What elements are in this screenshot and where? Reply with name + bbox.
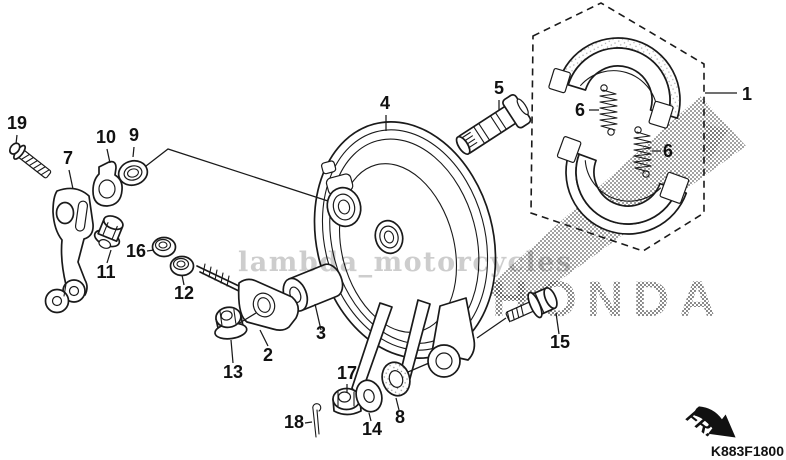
callout-13: 13: [223, 362, 243, 382]
part-15-bolt: [505, 286, 558, 323]
callout-8: 8: [395, 407, 405, 427]
dealer-watermark-text: lambda_motorcycles: [238, 247, 573, 278]
callout-17: 17: [337, 363, 357, 383]
part-14-washer: [355, 379, 383, 413]
brake-shoe-lower: [556, 136, 690, 235]
callout-19: 19: [7, 113, 27, 133]
callout-2: 2: [263, 345, 273, 365]
part-13-flange-nut: [214, 306, 248, 340]
callouts: 19 7 10 9 11 16 12 13 2 3 17 18 14 8 4 5…: [7, 78, 752, 439]
artwork: [8, 2, 705, 438]
fr-direction-arrow: FR.: [682, 406, 736, 442]
part-3-roller: [282, 263, 344, 312]
part-18-cotter-pin: [312, 403, 322, 438]
part-1-brake-shoe-set: [548, 37, 690, 235]
callout-18: 18: [284, 412, 304, 432]
part-5-brake-cam: [455, 94, 532, 156]
callout-7: 7: [63, 148, 73, 168]
fr-arrow-icon: [694, 406, 736, 438]
reference-box-dashed: [530, 2, 705, 252]
part-7-brake-arm: [44, 187, 94, 314]
callout-11: 11: [96, 262, 115, 282]
part-10-clip: [92, 160, 123, 207]
callout-14: 14: [362, 419, 382, 439]
part-8-washer: [381, 361, 411, 397]
part-12-nut: [169, 255, 195, 277]
wing-band: [480, 96, 746, 302]
callout-5: 5: [494, 78, 504, 98]
callout-1: 1: [742, 84, 752, 104]
part-11-nut: [93, 215, 124, 249]
part-6-spring-upper: [599, 84, 618, 136]
honda-wing-watermark: HONDA: [480, 96, 746, 327]
drawing-code: K883F1800: [711, 443, 784, 459]
part-2-rod: [196, 263, 300, 331]
wing-patch: [702, 124, 728, 160]
callout-16: 16: [126, 241, 146, 261]
part-4-brake-panel: [313, 121, 497, 395]
part-16-nut: [151, 236, 177, 258]
callout-12: 12: [174, 283, 194, 303]
part-9-nut: [117, 159, 149, 187]
callout-3: 3: [316, 323, 326, 343]
brake-shoe-upper: [548, 37, 681, 129]
part-19-bolt: [8, 142, 52, 179]
callout-4: 4: [380, 93, 390, 113]
callout-15: 15: [550, 332, 570, 352]
brand-watermark-text: HONDA: [492, 271, 725, 327]
part-6-spring-lower: [633, 126, 652, 178]
callout-10: 10: [96, 127, 116, 147]
callout-6a: 6: [575, 100, 585, 120]
callout-9: 9: [129, 125, 139, 145]
leader-lines: [15, 92, 737, 424]
callout-6b: 6: [663, 141, 673, 161]
